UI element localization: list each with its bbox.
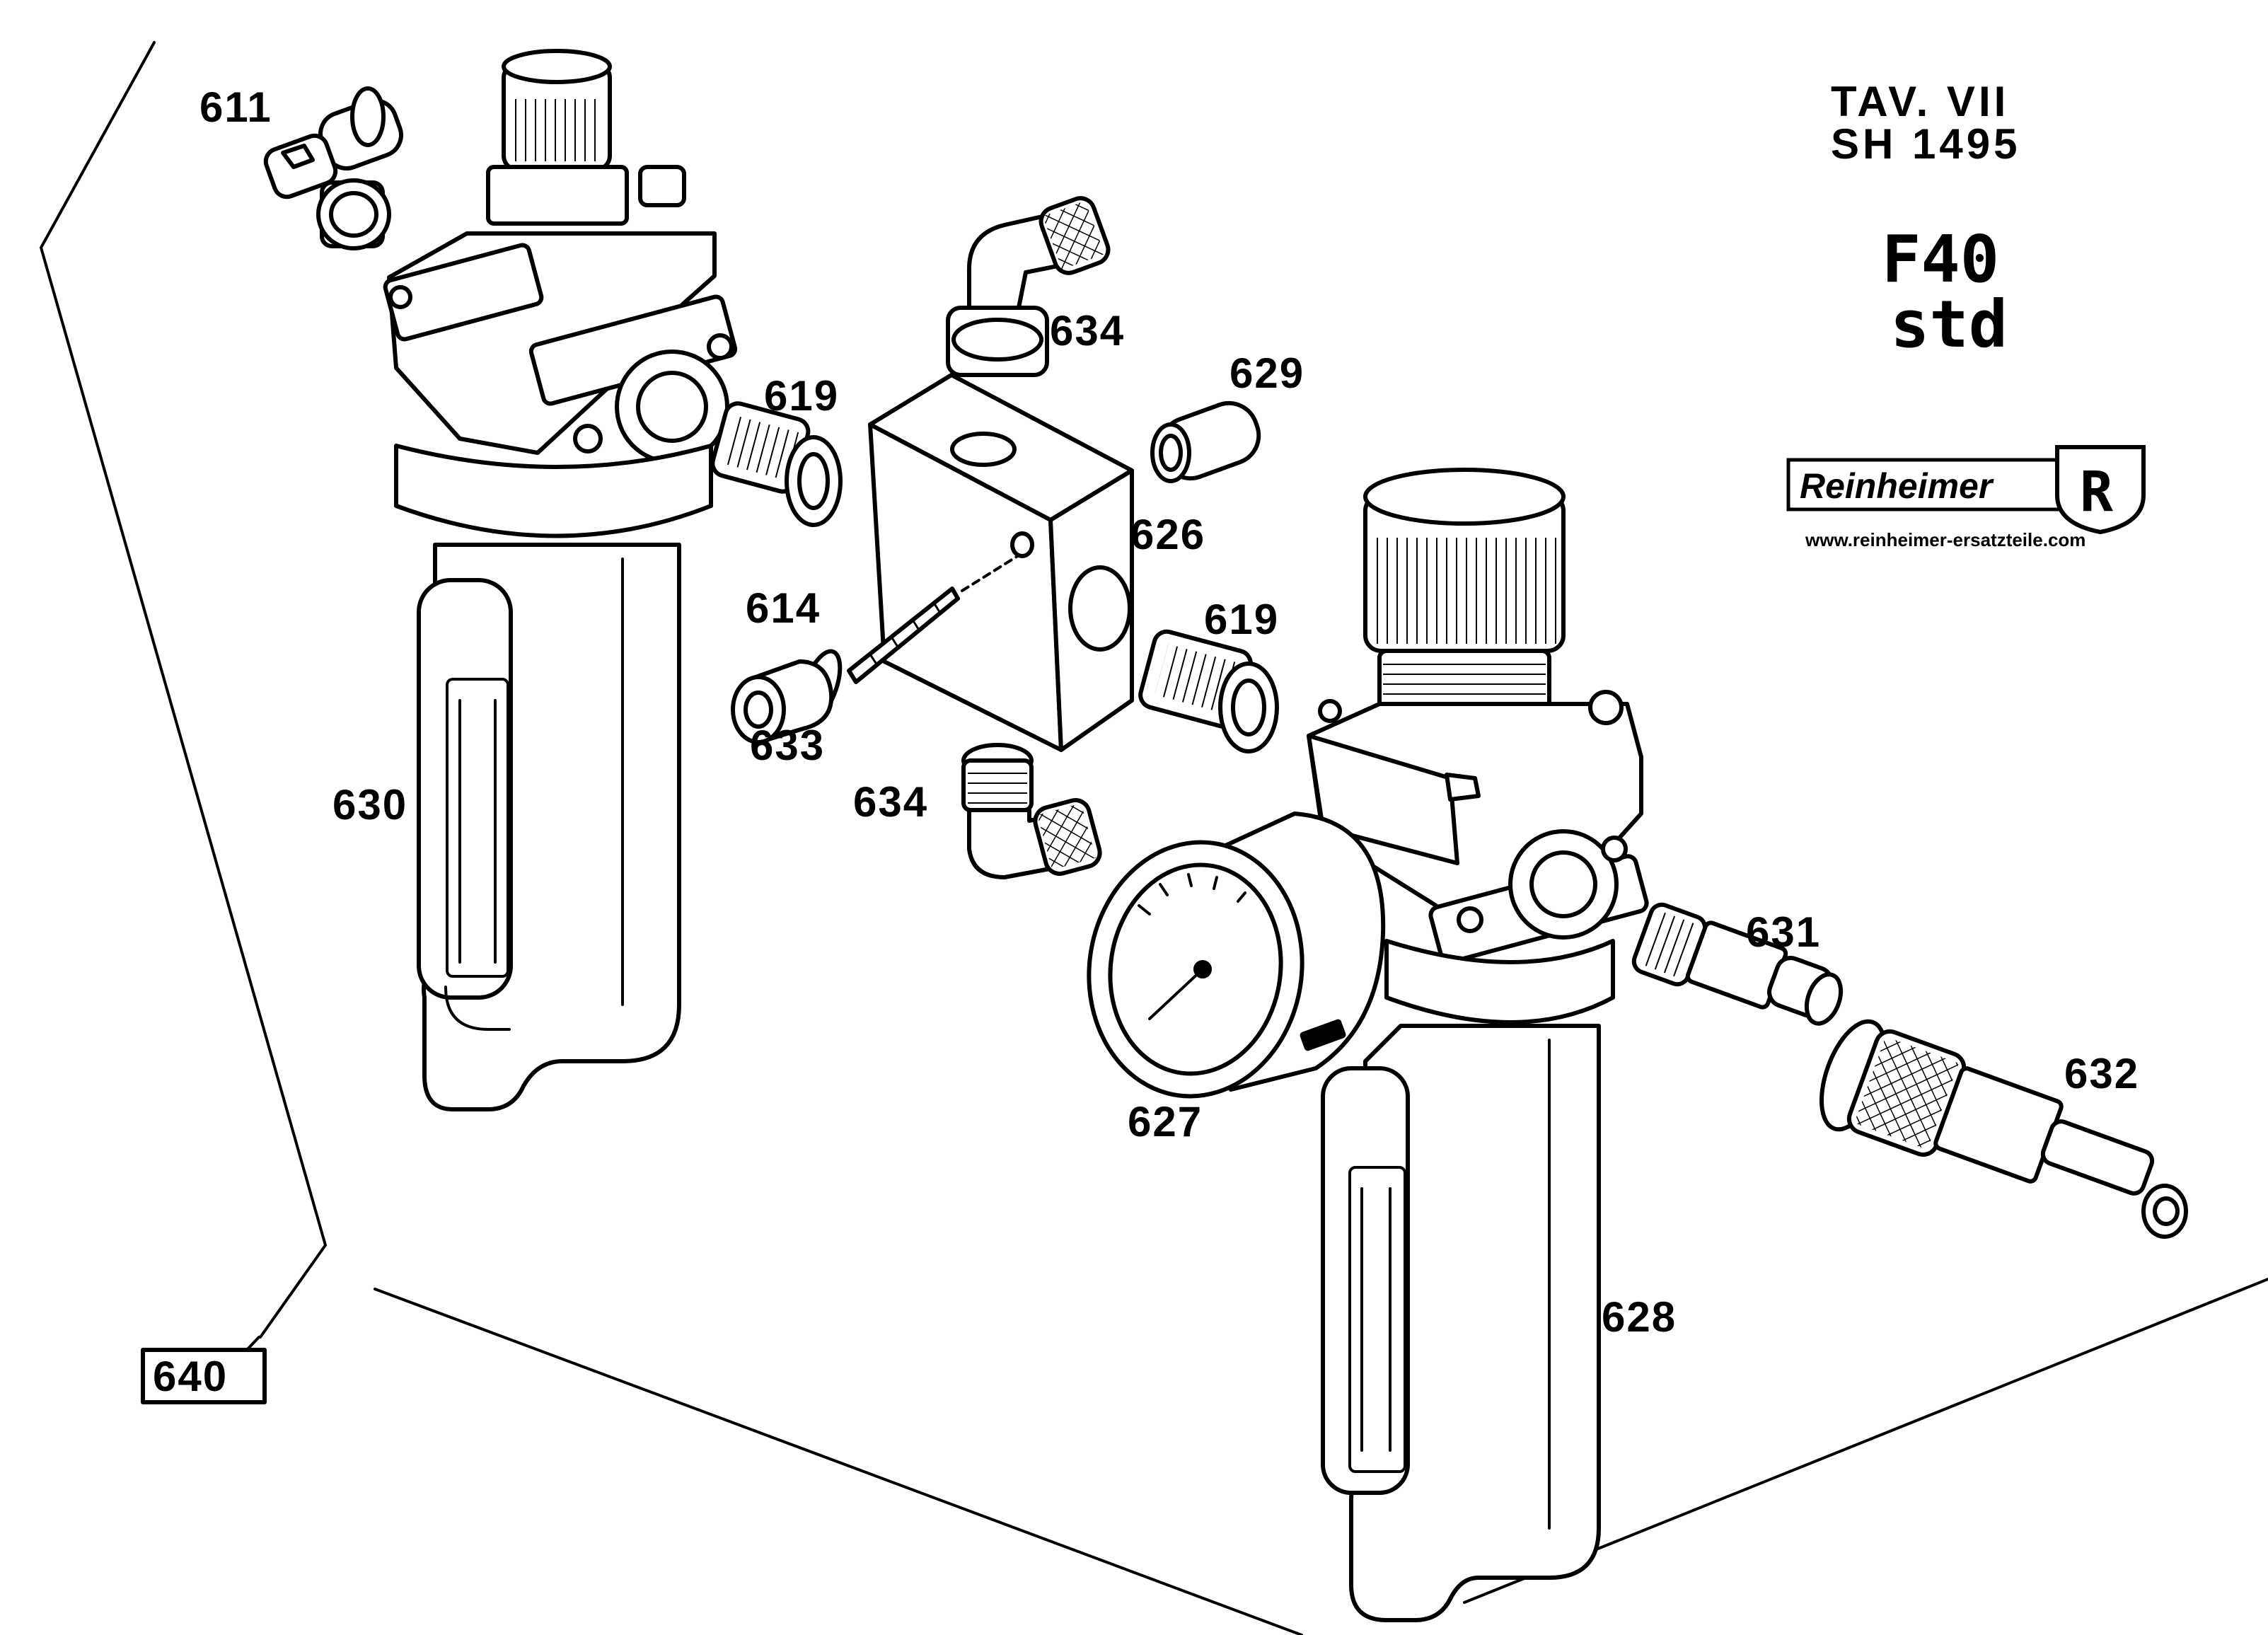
callout-640-box xyxy=(141,1348,267,1404)
title-block: TAV. VII SH 1495 F40 std xyxy=(1831,78,2021,362)
callout-619-upper: 619 xyxy=(764,372,839,420)
callout-619-lower: 619 xyxy=(1204,596,1279,643)
sleeve-629 xyxy=(1150,400,1261,483)
callout-634-upper: 634 xyxy=(1050,307,1125,354)
brand-logo: Reinheimer R www.reinheimer-ersatzteile.… xyxy=(1786,445,2146,550)
sheet-code: SH 1495 xyxy=(1831,120,2021,168)
callout-629: 629 xyxy=(1230,349,1304,397)
brand-website: www.reinheimer-ersatzteile.com xyxy=(1805,529,2085,550)
quick-plug-631 xyxy=(1631,902,1844,1026)
shield-icon xyxy=(2055,445,2146,535)
callout-627: 627 xyxy=(1128,1098,1203,1145)
callout-630: 630 xyxy=(332,781,407,828)
callout-632: 632 xyxy=(2064,1050,2139,1097)
elbow-fitting-634-lower xyxy=(961,743,1102,879)
cap-nut-633 xyxy=(731,659,834,745)
table-label: TAV. VII xyxy=(1831,78,2009,125)
callout-626: 626 xyxy=(1130,511,1205,558)
callout-640: 640 xyxy=(153,1353,228,1400)
callout-634-lower: 634 xyxy=(853,778,928,826)
callout-633: 633 xyxy=(750,722,825,769)
brand-wordmark: Reinheimer xyxy=(1800,466,1994,506)
lubricator-unit-630 xyxy=(383,49,738,1111)
brand-emblem: R xyxy=(2080,461,2113,524)
callout-611: 611 xyxy=(199,83,272,131)
model-variant: std xyxy=(1890,287,2008,362)
elbow-fitting-634-upper xyxy=(946,196,1111,377)
model-number: F40 xyxy=(1882,221,1999,297)
threaded-nipple-619-upper xyxy=(710,401,843,527)
regulator-unit-628 xyxy=(1307,468,1649,1622)
callout-labels: 611 619 634 629 626 614 619 633 634 630 … xyxy=(141,83,2139,1404)
quick-coupler-632 xyxy=(1819,1019,2188,1239)
callout-631: 631 xyxy=(1746,908,1821,956)
manifold-block-626 xyxy=(868,373,1134,752)
pressure-gauge-627 xyxy=(1087,811,1386,1099)
callout-614: 614 xyxy=(746,584,821,632)
elbow-fitting-611 xyxy=(263,86,403,250)
threaded-nipple-619-lower xyxy=(1138,629,1279,753)
callout-628: 628 xyxy=(1602,1293,1677,1341)
